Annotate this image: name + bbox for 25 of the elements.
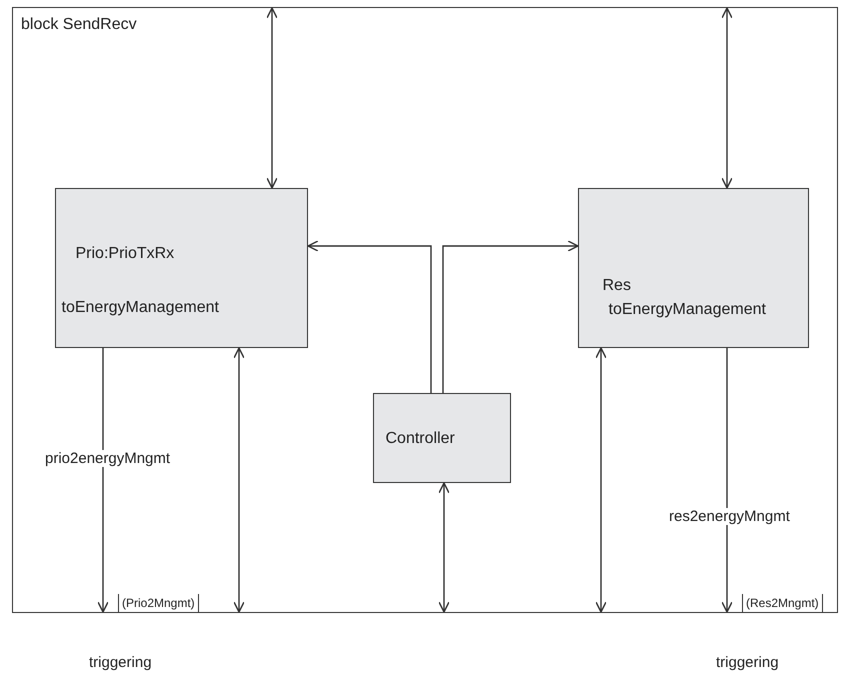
process-box: [578, 188, 808, 348]
signal-list: (Res2Mngmt): [742, 594, 823, 612]
process-name: Controller: [386, 430, 455, 448]
arrow: [721, 348, 733, 613]
arrow: [438, 482, 450, 613]
arrow: [97, 348, 109, 613]
gate-label: triggering: [715, 654, 780, 671]
block-title: block SendRecv: [21, 16, 137, 34]
arrow: [307, 240, 432, 393]
arrow: [721, 7, 733, 189]
process-name: Prio:PrioTxRx: [76, 244, 174, 262]
arrow: [266, 7, 278, 189]
process-name: Res: [602, 276, 631, 294]
gate-name: toEnergyManagement: [608, 300, 766, 318]
arrow: [595, 347, 607, 613]
edge-label: res2energyMngmt: [668, 508, 791, 525]
block-frame: [12, 7, 838, 613]
process-box: [372, 392, 510, 482]
gate-label: triggering: [88, 654, 153, 671]
gate-name: toEnergyManagement: [62, 298, 219, 316]
process-box: [54, 188, 308, 348]
edge-label: prio2energyMngmt: [44, 450, 172, 467]
arrow: [233, 347, 245, 613]
arrow: [442, 240, 579, 393]
signal-list: (Prio2Mngmt): [118, 594, 199, 612]
